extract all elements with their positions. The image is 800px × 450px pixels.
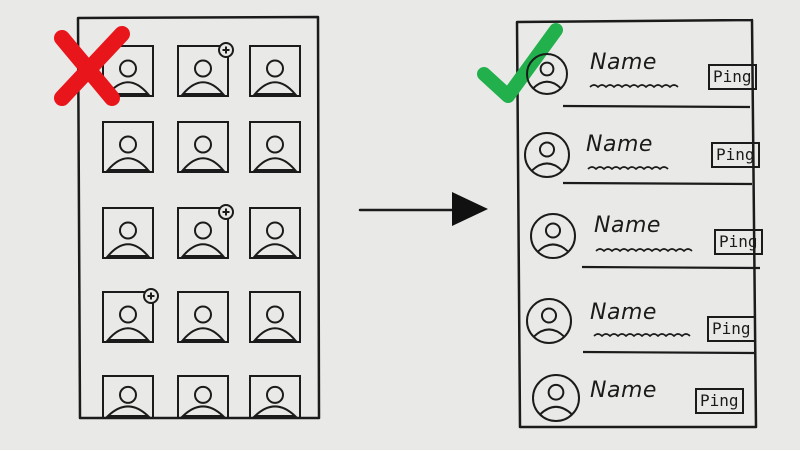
avatar-grid	[102, 42, 301, 419]
left-phone-frame	[76, 15, 321, 420]
photo-tile[interactable]	[177, 375, 229, 419]
person-body-icon	[180, 81, 226, 95]
subtitle-scribble	[593, 333, 691, 338]
add-badge-icon[interactable]	[218, 42, 234, 58]
avatar-icon[interactable]	[530, 213, 576, 259]
ping-button[interactable]: Ping	[708, 64, 757, 90]
person-head-icon	[266, 135, 284, 154]
list-item-name: Name	[590, 300, 657, 325]
row-divider	[562, 104, 751, 109]
photo-tile[interactable]	[249, 121, 301, 173]
person-head-icon	[194, 305, 212, 324]
person-head-icon	[266, 59, 284, 78]
row-divider	[581, 265, 761, 270]
photo-tile[interactable]	[249, 291, 301, 343]
person-body-icon	[180, 157, 226, 171]
photo-tile[interactable]	[102, 288, 159, 343]
person-head-icon	[119, 59, 137, 78]
person-body-icon	[105, 243, 151, 257]
list-item-name: Name	[586, 132, 653, 157]
person-body-icon	[105, 405, 151, 417]
avatar-icon[interactable]	[532, 374, 580, 422]
right-arrow-icon	[358, 192, 488, 226]
person-body-icon	[180, 327, 226, 341]
photo-tile[interactable]	[102, 375, 154, 419]
photo-tile[interactable]	[102, 45, 154, 97]
person-body-icon	[252, 81, 298, 95]
list-item-name: Name	[594, 213, 661, 238]
photo-tile[interactable]	[102, 121, 154, 173]
row-divider	[562, 181, 753, 186]
person-body-icon	[105, 157, 151, 171]
subtitle-scribble	[595, 248, 693, 253]
subtitle-scribble	[587, 166, 669, 171]
photo-tile[interactable]	[177, 204, 234, 259]
subtitle-scribble	[589, 84, 679, 89]
avatar-icon[interactable]	[524, 132, 570, 178]
contact-list	[524, 53, 761, 422]
cross-mark-icon	[54, 26, 130, 106]
person-head-icon	[119, 385, 137, 404]
person-body-icon	[252, 405, 298, 417]
photo-tile[interactable]	[177, 42, 234, 97]
list-item-name: Name	[590, 378, 657, 403]
person-head-icon	[266, 221, 284, 240]
photo-tile[interactable]	[249, 375, 301, 419]
photo-tile[interactable]	[249, 45, 301, 97]
person-head-icon	[119, 221, 137, 240]
ping-button[interactable]: Ping	[707, 316, 756, 342]
photo-tile[interactable]	[102, 207, 154, 259]
person-head-icon	[194, 135, 212, 154]
right-phone-frame	[515, 18, 758, 429]
person-body-icon	[252, 243, 298, 257]
person-head-icon	[119, 305, 137, 324]
person-body-icon	[252, 327, 298, 341]
avatar-icon[interactable]	[526, 53, 568, 95]
add-badge-icon[interactable]	[218, 204, 234, 220]
check-mark-icon	[477, 23, 563, 103]
person-head-icon	[194, 221, 212, 240]
add-badge-icon[interactable]	[143, 288, 159, 304]
person-head-icon	[266, 305, 284, 324]
person-body-icon	[180, 243, 226, 257]
row-divider	[582, 350, 755, 355]
person-head-icon	[194, 59, 212, 78]
avatar-icon[interactable]	[526, 298, 572, 344]
photo-tile[interactable]	[177, 121, 229, 173]
ping-button[interactable]: Ping	[711, 142, 760, 168]
person-head-icon	[194, 385, 212, 404]
list-item-name: Name	[590, 50, 657, 75]
ping-button[interactable]: Ping	[714, 229, 763, 255]
photo-tile[interactable]	[249, 207, 301, 259]
person-body-icon	[252, 157, 298, 171]
photo-tile[interactable]	[177, 291, 229, 343]
person-head-icon	[119, 135, 137, 154]
person-body-icon	[180, 405, 226, 417]
person-head-icon	[266, 385, 284, 404]
ping-button[interactable]: Ping	[695, 388, 744, 414]
person-body-icon	[105, 327, 151, 341]
